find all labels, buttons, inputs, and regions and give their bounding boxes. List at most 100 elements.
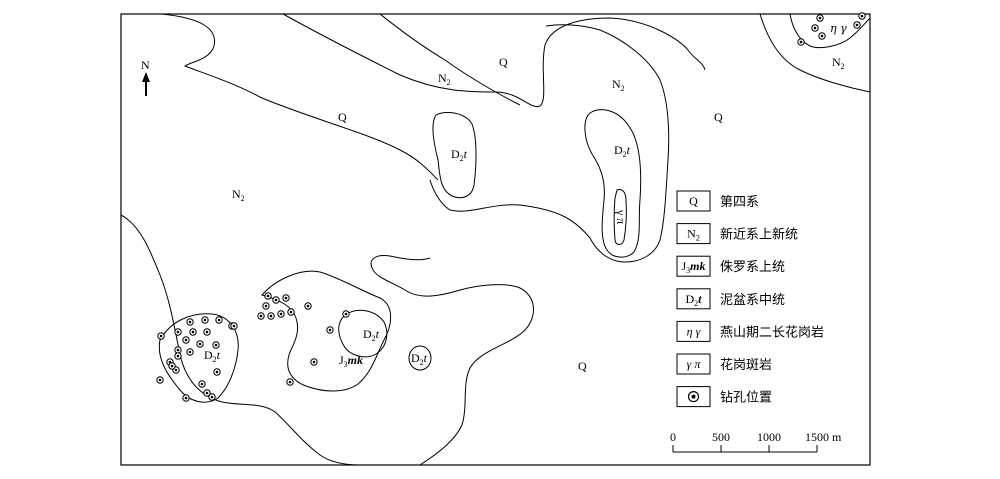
borehole-icon bbox=[304, 302, 312, 310]
boundary-nw-band-lower bbox=[379, 13, 521, 106]
borehole-icon bbox=[230, 322, 238, 330]
borehole-icon bbox=[174, 346, 182, 354]
borehole-icon bbox=[287, 308, 295, 316]
scale-tick-label: 0 bbox=[670, 430, 676, 444]
boundary-d2t-southwest bbox=[158, 313, 239, 403]
borehole-icon bbox=[342, 310, 350, 318]
borehole-icon bbox=[186, 318, 194, 326]
unit-label-d2t-small: D2t bbox=[411, 351, 428, 367]
boundary-ne-n2 bbox=[759, 13, 871, 93]
legend-label: 泥盆系中统 bbox=[720, 293, 785, 308]
legend-label: 新近系上新统 bbox=[720, 227, 798, 243]
borehole-icon bbox=[310, 358, 318, 366]
legend-code: γ π bbox=[687, 357, 702, 371]
unit-label-d2t-south: D2t bbox=[363, 327, 380, 343]
borehole-icon bbox=[326, 326, 334, 334]
legend-code: D2t bbox=[685, 292, 702, 308]
legend-item-6: 钻孔位置 bbox=[676, 386, 772, 408]
legend-label: 燕山期二长花岗岩 bbox=[720, 324, 824, 340]
borehole-icon bbox=[264, 292, 272, 300]
scale-bar: 0 500 1000 1500 m bbox=[670, 430, 842, 453]
borehole-icon bbox=[212, 341, 220, 349]
borehole-icon bbox=[182, 336, 190, 344]
unit-label-d2t-southwest: D2t bbox=[204, 348, 221, 364]
borehole-icon bbox=[262, 302, 270, 310]
unit-label-n2-north: N2 bbox=[438, 71, 451, 87]
unit-label-q-north: Q bbox=[499, 55, 508, 69]
north-arrow: N bbox=[141, 58, 150, 96]
unit-label-eta-gamma: η γ bbox=[830, 22, 847, 35]
geological-boundaries bbox=[120, 13, 871, 466]
legend-code: J3mk bbox=[681, 259, 705, 275]
boundary-d2t-south bbox=[338, 309, 388, 358]
scale-tick-label: 1000 bbox=[757, 430, 781, 444]
boundary-south-q bbox=[120, 214, 361, 466]
map-frame bbox=[120, 13, 871, 466]
borehole-icon bbox=[257, 312, 265, 320]
legend-code: N2 bbox=[687, 227, 700, 243]
boundary-north-valley bbox=[282, 13, 706, 108]
borehole-icon bbox=[201, 316, 209, 324]
legend-label: 花岗斑岩 bbox=[720, 357, 772, 373]
unit-label-q-east: Q bbox=[714, 110, 723, 124]
legend-item-3: D2t 泥盆系中统 bbox=[676, 288, 785, 310]
unit-label-n2-east-pocket: N2 bbox=[612, 77, 625, 93]
unit-label-n2-northeast: N2 bbox=[832, 55, 845, 71]
borehole-icon bbox=[198, 380, 206, 388]
boundary-d2t-center bbox=[432, 111, 477, 199]
unit-label-j3mk: J3mk bbox=[339, 353, 363, 369]
borehole-icon bbox=[286, 378, 294, 386]
legend-item-0: Q 第四系 bbox=[676, 190, 759, 212]
borehole-icon bbox=[157, 332, 165, 340]
boundary-eta-gamma bbox=[789, 13, 871, 49]
boundary-south-q-east bbox=[370, 255, 534, 466]
borehole-icon bbox=[156, 376, 164, 384]
unit-label-d2t-center: D2t bbox=[451, 147, 468, 163]
boundary-j3mk-outcrop bbox=[261, 270, 392, 392]
north-label: N bbox=[141, 58, 150, 72]
unit-label-d2t-east: D2t bbox=[614, 143, 631, 159]
boundary-nw-band-upper bbox=[161, 13, 439, 181]
borehole-icon bbox=[282, 294, 290, 302]
boundary-d2t-east bbox=[584, 109, 642, 258]
scale-tick-label: 1500 m bbox=[805, 430, 842, 444]
borehole-icon bbox=[186, 348, 194, 356]
borehole-icon bbox=[853, 21, 861, 29]
legend-label: 第四系 bbox=[720, 195, 759, 210]
unit-label-q-west: Q bbox=[338, 110, 347, 124]
scale-tick-label: 500 bbox=[712, 430, 730, 444]
borehole-icon bbox=[816, 14, 824, 22]
borehole-icon bbox=[196, 340, 204, 348]
legend-code: η γ bbox=[687, 324, 701, 338]
legend-label: 钻孔位置 bbox=[720, 391, 772, 406]
borehole-icon bbox=[189, 328, 197, 336]
borehole-icon bbox=[272, 296, 280, 304]
legend-item-4: η γ 燕山期二长花岗岩 bbox=[676, 320, 824, 342]
borehole-icon bbox=[174, 328, 182, 336]
boundary-d2t-small bbox=[408, 345, 432, 371]
borehole-icon bbox=[858, 12, 866, 20]
unit-label-n2-west: N2 bbox=[232, 187, 245, 203]
legend-item-1: N2 新近系上新统 bbox=[676, 223, 798, 245]
boreholes bbox=[156, 12, 866, 402]
borehole-icon bbox=[182, 394, 190, 402]
north-arrow-head bbox=[142, 72, 150, 82]
legend-item-5: γ π 花岗斑岩 bbox=[676, 353, 772, 375]
borehole-icon bbox=[215, 316, 223, 324]
borehole-icon bbox=[203, 328, 211, 336]
borehole-icon bbox=[174, 352, 182, 360]
borehole-icon bbox=[277, 310, 285, 318]
borehole-icon bbox=[818, 32, 826, 40]
borehole-icon bbox=[213, 368, 221, 376]
borehole-icon bbox=[811, 24, 819, 32]
borehole-icon bbox=[203, 389, 211, 397]
boundary-east-n2 bbox=[429, 24, 670, 263]
boundary-gamma-pi-dike bbox=[613, 189, 627, 245]
legend-code: Q bbox=[689, 194, 698, 208]
borehole-icon bbox=[797, 38, 805, 46]
borehole-icon bbox=[208, 393, 216, 401]
